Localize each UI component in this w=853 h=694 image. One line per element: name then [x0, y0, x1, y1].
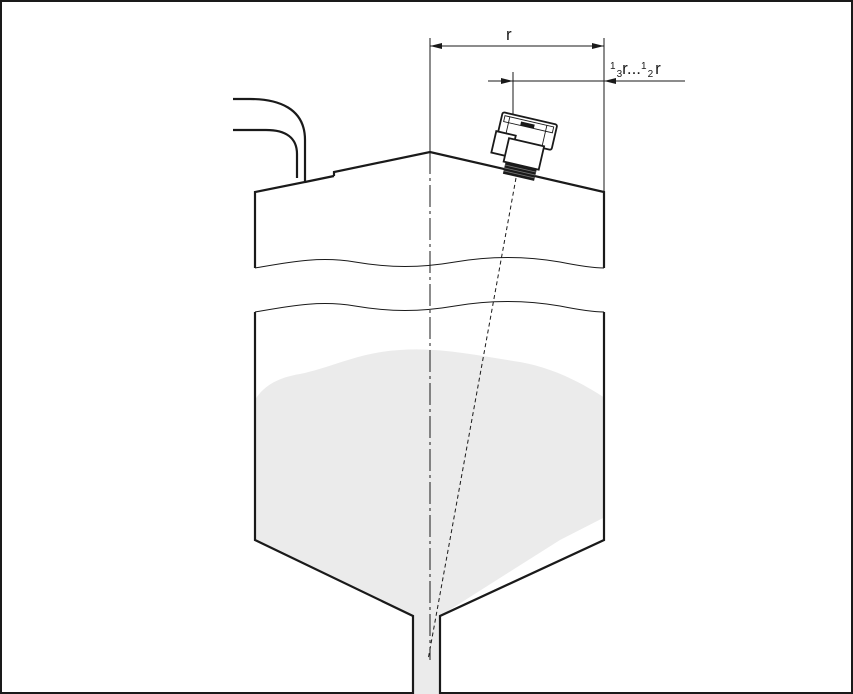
arrow-icon [501, 78, 513, 84]
inlet-pipe-connect [304, 174, 335, 184]
silo-body-right [438, 312, 606, 694]
arrow-icon [430, 43, 442, 49]
inlet-pipe-lower [233, 128, 299, 178]
silo-roof [233, 97, 307, 268]
break-line-upper [254, 257, 605, 269]
svg-text:13r...12r: 13r...12r [610, 59, 661, 80]
arrow-icon [604, 78, 616, 84]
sensor-icon [490, 111, 558, 181]
sensor-beam [427, 177, 517, 661]
silo-body [253, 312, 415, 694]
silo-roof-right [332, 150, 606, 268]
break-line-lower [254, 301, 605, 313]
arrow-icon [592, 43, 604, 49]
dim-label-r: r [506, 25, 512, 44]
